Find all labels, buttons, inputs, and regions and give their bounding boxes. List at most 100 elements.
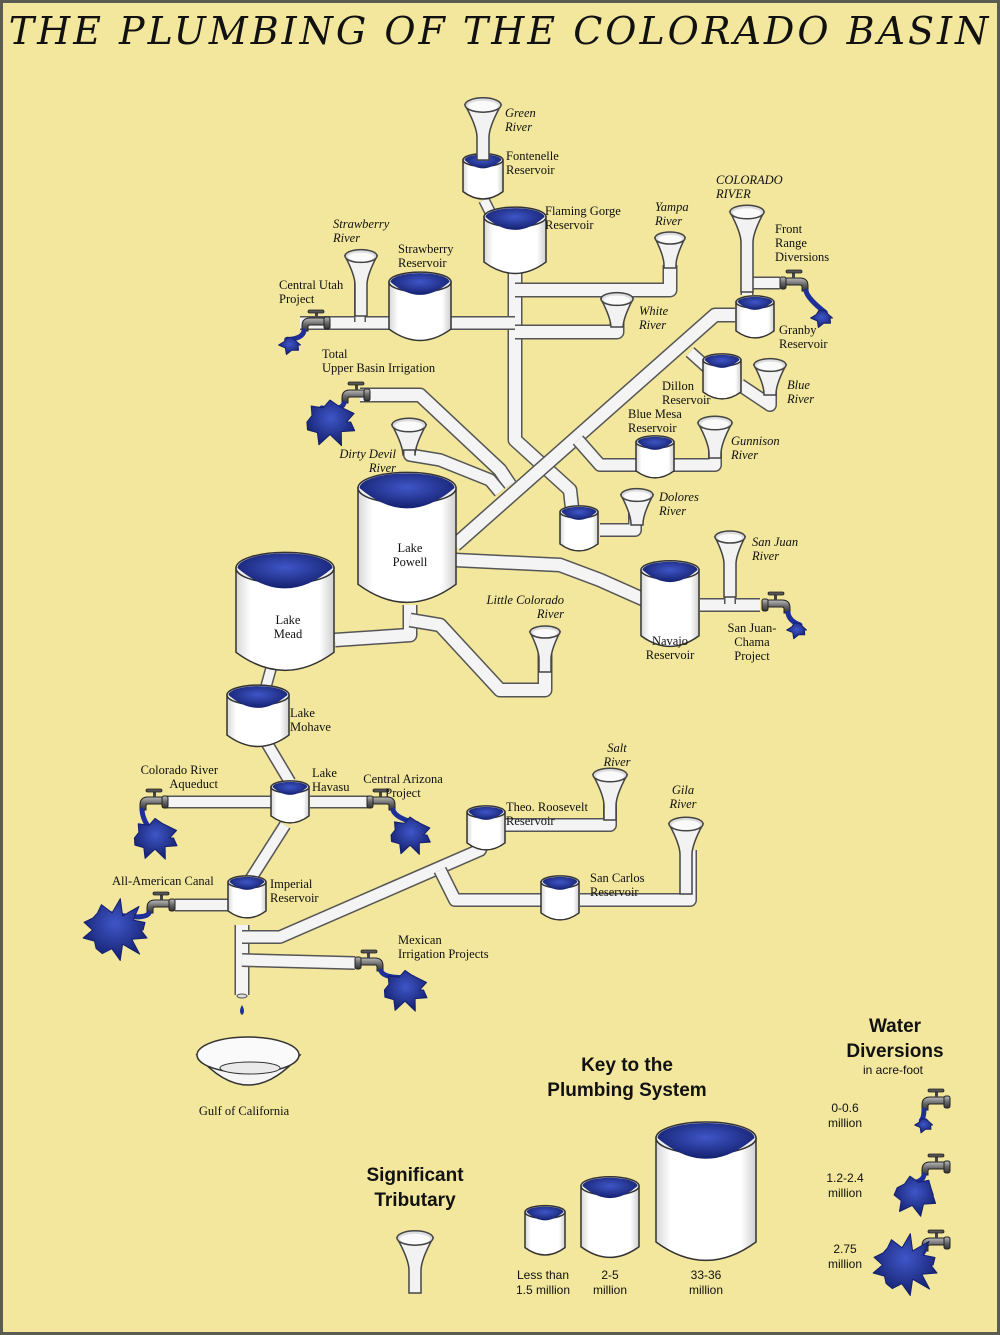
pipe-upper-basin xyxy=(360,387,517,490)
funnel-yampa-river xyxy=(653,231,687,269)
label-green-river-line: River xyxy=(504,120,532,134)
pipe-powell-navajo xyxy=(454,552,649,607)
upper-basin-faucet-icon xyxy=(341,381,371,404)
key-size-label-line: 1.5 million xyxy=(516,1283,570,1297)
diversion-key-label-line: 2.75 xyxy=(833,1242,857,1256)
label-flaming-gorge-reservoir-line: Flaming Gorge xyxy=(545,204,621,218)
label-mexican-irrigation-projects-line: Irrigation Projects xyxy=(398,947,489,961)
label-yampa-river-line: River xyxy=(654,214,682,228)
funnel-blue-river xyxy=(752,357,788,396)
label-lake-havasu-line: Lake xyxy=(312,766,337,780)
san-juan-chama-faucet-icon xyxy=(761,591,791,614)
key-diversion-large-water-icon xyxy=(872,1233,938,1296)
key-diversion-small-faucet-icon xyxy=(921,1088,951,1111)
tank-lake-powell xyxy=(357,471,457,603)
label-blue-river-line: River xyxy=(786,392,814,406)
label-dirty-devil-river-line: River xyxy=(368,461,396,475)
co-aqueduct-faucet-icon xyxy=(139,788,169,811)
pipe-blue-mesa-branch xyxy=(572,435,638,472)
label-gulf-of-california-line: Gulf of California xyxy=(199,1104,290,1118)
pipe-white xyxy=(515,322,625,340)
label-san-juan-chama-project-line: Project xyxy=(734,649,770,663)
label-yampa-river-line: Yampa xyxy=(655,200,689,214)
label-salt-river-line: Salt xyxy=(607,741,627,755)
key-diversion-medium-water-icon xyxy=(893,1175,937,1217)
label-front-range-diversions-line: Range xyxy=(775,236,807,250)
page-title: THE PLUMBING OF THE COLORADO BASIN xyxy=(9,9,992,53)
key-tank-small xyxy=(524,1204,566,1256)
label-colorado-river-aqueduct-line: Aqueduct xyxy=(169,777,218,791)
diversion-key-label-line: 1.2-2.4 xyxy=(826,1171,864,1185)
funnel-white-river xyxy=(599,291,635,328)
label-all-american-canal-line: All-American Canal xyxy=(112,874,214,888)
pipe-havasu-imperial xyxy=(244,821,291,884)
central-az-faucet-icon xyxy=(366,788,396,811)
label-lake-mead-line: Lake xyxy=(276,613,301,627)
pipe-fontenelle-flaming xyxy=(478,197,496,215)
key-title-line: Key to the xyxy=(581,1055,673,1076)
tank-fontenelle xyxy=(462,152,504,200)
tank-lake-mohave xyxy=(226,684,290,748)
label-san-juan-river-line: San Juan xyxy=(752,535,798,549)
label-little-colorado-river-line: Little Colorado xyxy=(486,593,564,607)
label-imperial-reservoir-line: Imperial xyxy=(270,877,313,891)
pipe-san-carlos-link xyxy=(433,866,545,907)
label-gila-river-line: Gila xyxy=(672,783,694,797)
label-san-juan-chama-project-line: San Juan- xyxy=(728,621,777,635)
label-blue-mesa-reservoir-line: Blue Mesa xyxy=(628,407,682,421)
label-front-range-diversions-line: Diversions xyxy=(775,250,829,264)
central-utah-faucet-icon xyxy=(301,309,331,332)
diversion-key-label-line: million xyxy=(828,1116,862,1130)
co-aqueduct-water-icon xyxy=(133,817,178,860)
key-size-label-line: Less than xyxy=(517,1268,569,1282)
key-title-line: Plumbing System xyxy=(547,1080,706,1101)
water-drop-icon xyxy=(240,1005,244,1015)
funnel-strawberry-river xyxy=(343,248,379,317)
central-az-water-icon xyxy=(390,816,431,855)
label-san-carlos-reservoir-line: San Carlos xyxy=(590,871,645,885)
pipe-dirty-devil xyxy=(403,445,506,497)
key-diversion-large-faucet-icon xyxy=(921,1229,951,1252)
label-flaming-gorge-reservoir-line: Reservoir xyxy=(545,218,594,232)
tank-dolores-res xyxy=(559,505,599,552)
central-utah-water-icon xyxy=(278,336,301,355)
tank-blue-mesa xyxy=(635,435,675,479)
tributary-key-title-line: Tributary xyxy=(374,1190,456,1211)
tank-lake-mead xyxy=(235,551,335,671)
label-navajo-reservoir-line: Reservoir xyxy=(646,648,695,662)
label-colorado-river-aqueduct-line: Colorado River xyxy=(141,763,219,777)
label-lake-powell-line: Lake xyxy=(398,541,423,555)
funnel-san-juan-river xyxy=(713,530,747,598)
label-san-carlos-reservoir-line: Reservoir xyxy=(590,885,639,899)
key-size-label-line: million xyxy=(689,1283,723,1297)
key-size-label-line: 2-5 xyxy=(601,1268,619,1282)
label-upper-basin-irrigation-line: Total xyxy=(322,347,348,361)
label-central-utah-project-line: Project xyxy=(279,292,315,306)
key-tank-medium xyxy=(580,1175,640,1259)
label-colorado-river-line: RIVER xyxy=(715,187,751,201)
all-american-faucet-icon xyxy=(146,891,176,914)
